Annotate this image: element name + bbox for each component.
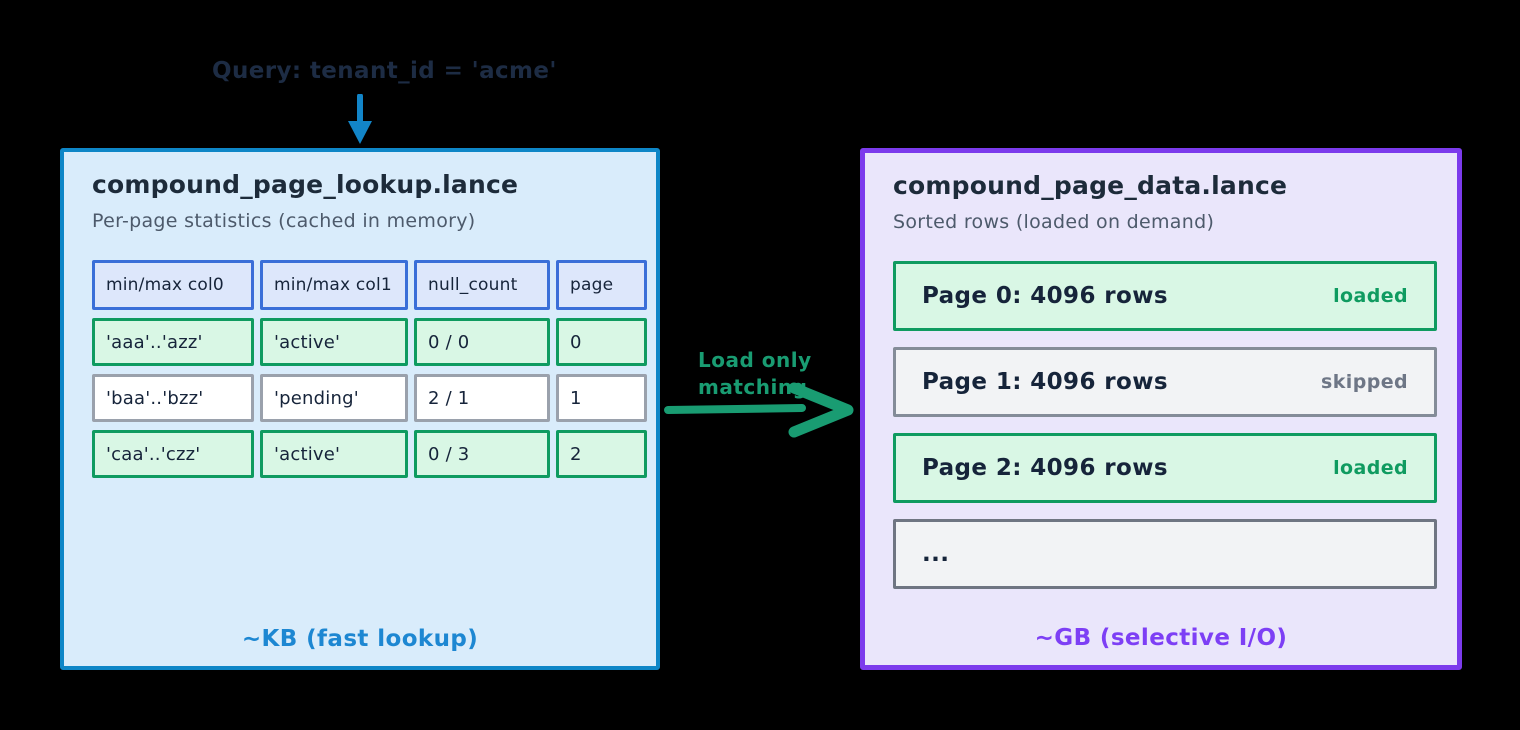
table-cell: 'baa'..'bzz'	[92, 374, 254, 422]
table-cell: 0 / 0	[414, 318, 550, 366]
page-row-1: Page 1: 4096 rows skipped	[893, 347, 1437, 417]
query-annotation: Query: tenant_id = 'acme'	[212, 58, 557, 84]
page-status-badge: skipped	[1321, 371, 1408, 393]
load-matching-arrow-icon	[664, 382, 854, 438]
page-status-badge: loaded	[1333, 457, 1408, 479]
data-panel-title: compound_page_data.lance	[893, 171, 1288, 200]
page-status-badge: loaded	[1333, 285, 1408, 307]
table-cell: 0	[556, 318, 647, 366]
flow-arrow-label: Load only matching	[698, 348, 812, 399]
table-cell: 'active'	[260, 430, 408, 478]
table-row-page2: 'caa'..'czz' 'active' 0 / 3 2	[92, 430, 647, 478]
lookup-panel-title: compound_page_lookup.lance	[92, 170, 519, 199]
table-cell: 'aaa'..'azz'	[92, 318, 254, 366]
data-panel: compound_page_data.lance Sorted rows (lo…	[860, 148, 1462, 670]
page-list: Page 0: 4096 rows loaded Page 1: 4096 ro…	[893, 261, 1437, 589]
lookup-size-label: ~KB (fast lookup)	[241, 626, 479, 652]
table-cell: 0 / 3	[414, 430, 550, 478]
lookup-panel: compound_page_lookup.lance Per-page stat…	[60, 148, 660, 670]
page-row-label: Page 2: 4096 rows	[922, 455, 1168, 481]
query-down-arrow-icon	[348, 94, 372, 144]
page-row-label: Page 0: 4096 rows	[922, 283, 1168, 309]
table-cell: 'active'	[260, 318, 408, 366]
data-size-label: ~GB (selective I/O)	[1034, 625, 1288, 651]
table-cell: 'pending'	[260, 374, 408, 422]
header-cell-minmax-col1: min/max col1	[260, 260, 408, 310]
table-cell: 1	[556, 374, 647, 422]
header-cell-page: page	[556, 260, 647, 310]
table-header-row: min/max col0 min/max col1 null_count pag…	[92, 260, 647, 310]
page-row-2: Page 2: 4096 rows loaded	[893, 433, 1437, 503]
header-cell-minmax-col0: min/max col0	[92, 260, 254, 310]
page-stats-table: min/max col0 min/max col1 null_count pag…	[92, 260, 647, 478]
table-row-page1: 'baa'..'bzz' 'pending' 2 / 1 1	[92, 374, 647, 422]
lookup-panel-subtitle: Per-page statistics (cached in memory)	[92, 210, 476, 232]
header-cell-null-count: null_count	[414, 260, 550, 310]
page-row-0: Page 0: 4096 rows loaded	[893, 261, 1437, 331]
page-row-ellipsis: ...	[893, 519, 1437, 589]
table-cell: 'caa'..'czz'	[92, 430, 254, 478]
data-panel-subtitle: Sorted rows (loaded on demand)	[893, 211, 1215, 233]
page-row-label: ...	[922, 541, 950, 567]
table-cell: 2 / 1	[414, 374, 550, 422]
page-row-label: Page 1: 4096 rows	[922, 369, 1168, 395]
table-row-page0: 'aaa'..'azz' 'active' 0 / 0 0	[92, 318, 647, 366]
table-cell: 2	[556, 430, 647, 478]
